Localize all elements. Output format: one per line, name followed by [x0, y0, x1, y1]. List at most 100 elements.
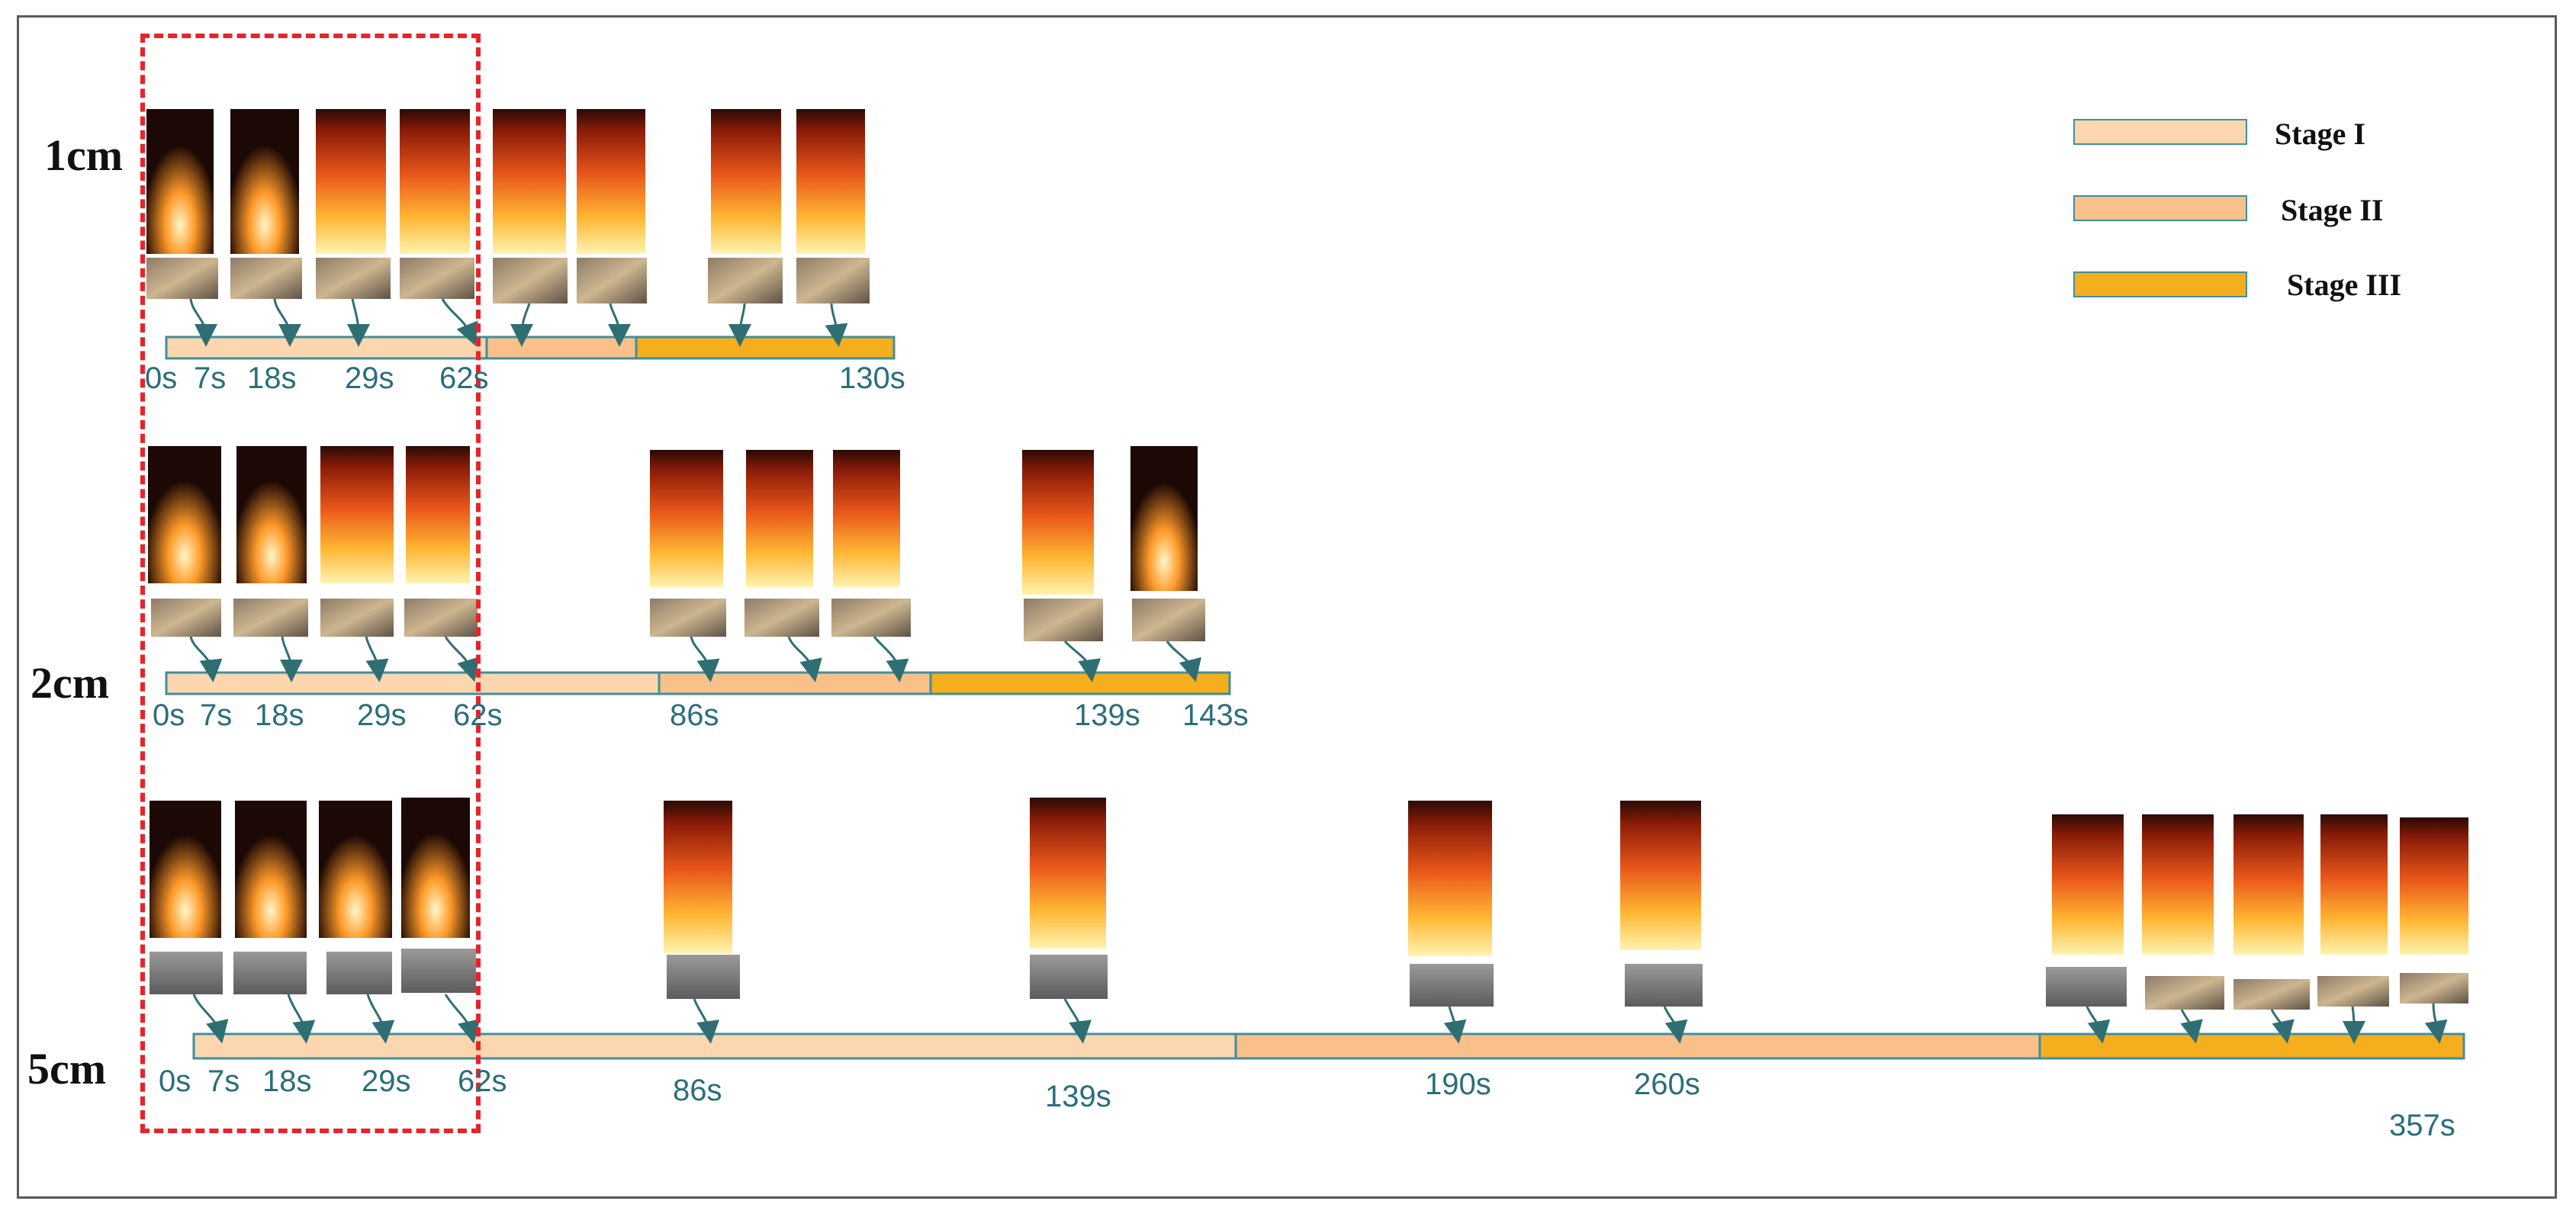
tick-label: 0s — [145, 361, 178, 395]
legend-swatch-stage-2 — [2073, 195, 2247, 221]
tick-label: 62s — [458, 1064, 507, 1098]
legend-swatch-stage-1 — [2073, 119, 2247, 145]
pan-photo — [233, 952, 307, 994]
flame-photo — [235, 801, 307, 938]
pan-photo — [230, 258, 302, 299]
flame-photo — [400, 109, 470, 254]
row-2cm-photos — [148, 446, 1205, 641]
tick-label: 18s — [255, 698, 304, 732]
legend-label-stage-2: Stage II — [2281, 193, 2384, 227]
stage-2-segment — [485, 336, 638, 360]
pan-photo — [400, 258, 474, 299]
row-5cm-bar — [192, 1032, 2465, 1060]
pan-photo — [708, 258, 783, 303]
row-1cm-bar — [165, 336, 896, 360]
pan-photo — [146, 258, 218, 299]
row-2cm-bar — [165, 671, 1231, 695]
row-label-1cm: 1cm — [44, 130, 124, 180]
flame-photo — [746, 450, 813, 587]
tick-label: 7s — [207, 1064, 240, 1098]
row-label-5cm: 5cm — [27, 1044, 107, 1093]
flame-photo — [1130, 446, 1198, 591]
pan-photo — [2046, 967, 2127, 1007]
pan-photo — [151, 599, 221, 637]
flame-photo — [2233, 814, 2304, 955]
tick-label: 190s — [1425, 1068, 1491, 1101]
flame-photo — [711, 109, 781, 254]
tick-label: 357s — [2389, 1109, 2455, 1142]
flame-photo — [150, 801, 221, 938]
flame-photo — [833, 450, 900, 587]
tick-label: 260s — [1634, 1068, 1700, 1101]
pan-photo — [744, 599, 819, 637]
pan-photo — [320, 599, 394, 637]
stage-1-segment — [165, 336, 488, 360]
flame-photo — [146, 109, 214, 254]
tick-label: 0s — [159, 1064, 191, 1098]
flame-photo — [2142, 814, 2214, 955]
legend-label-stage-3: Stage III — [2287, 268, 2402, 302]
pan-photo — [2317, 976, 2389, 1007]
stage-2-segment — [1234, 1032, 2041, 1060]
pan-photo — [831, 599, 911, 637]
flame-photo — [1022, 450, 1094, 595]
flame-photo — [406, 446, 470, 583]
pan-photo — [404, 599, 478, 637]
pan-photo — [150, 952, 223, 994]
flame-photo — [401, 798, 470, 938]
pan-photo — [233, 599, 308, 637]
row-label-2cm: 2cm — [31, 658, 110, 708]
tick-label: 139s — [1074, 698, 1140, 732]
flame-photo — [493, 109, 566, 254]
tick-label: 62s — [453, 698, 503, 732]
flame-photo — [1030, 798, 1106, 949]
pan-photo — [316, 258, 391, 299]
flame-photo — [2052, 814, 2124, 955]
flame-photo — [230, 109, 299, 254]
tick-label: 143s — [1182, 698, 1249, 732]
figure-frame — [17, 15, 2557, 1199]
tick-label: 7s — [200, 698, 233, 732]
pan-photo — [650, 599, 726, 637]
pan-photo — [2145, 976, 2224, 1010]
stage-3-segment — [635, 336, 896, 360]
pan-photo — [577, 258, 647, 303]
row-5cm-arrows — [192, 994, 2448, 1044]
flame-photo — [2320, 814, 2388, 955]
flame-photo — [1408, 801, 1492, 956]
pan-photo — [2400, 973, 2468, 1003]
row-2cm-arrows — [189, 636, 1201, 682]
row-1cm-arrows — [189, 298, 848, 347]
flame-photo — [2400, 817, 2468, 955]
flame-photo — [1620, 801, 1701, 950]
tick-label: 86s — [673, 1074, 722, 1107]
pan-photo — [326, 952, 392, 994]
tick-label: 18s — [262, 1064, 312, 1098]
pan-photo — [1625, 964, 1703, 1007]
flame-photo — [650, 450, 723, 587]
stage-3-segment — [929, 671, 1231, 695]
legend-swatch-stage-3 — [2073, 271, 2247, 297]
row-5cm-photos — [150, 798, 2468, 1010]
row-1cm-photos — [146, 109, 870, 303]
tick-label: 18s — [247, 361, 297, 395]
tick-label: 86s — [670, 698, 719, 732]
flame-photo — [796, 109, 865, 254]
highlight-dashed-box — [140, 34, 481, 1133]
flame-photo — [236, 446, 307, 583]
pan-photo — [1410, 964, 1494, 1007]
tick-label: 130s — [839, 361, 905, 395]
pan-photo — [667, 955, 740, 999]
tick-label: 29s — [362, 1064, 411, 1098]
pan-photo — [401, 949, 476, 993]
legend-label-stage-1: Stage I — [2275, 117, 2365, 151]
flame-photo — [316, 109, 386, 254]
tick-label: 29s — [357, 698, 407, 732]
stage-1-segment — [165, 671, 661, 695]
stage-3-segment — [2038, 1032, 2465, 1060]
pan-photo — [1132, 599, 1205, 641]
pan-photo — [2233, 979, 2310, 1010]
pan-photo — [796, 258, 870, 303]
tick-label: 139s — [1045, 1080, 1111, 1113]
